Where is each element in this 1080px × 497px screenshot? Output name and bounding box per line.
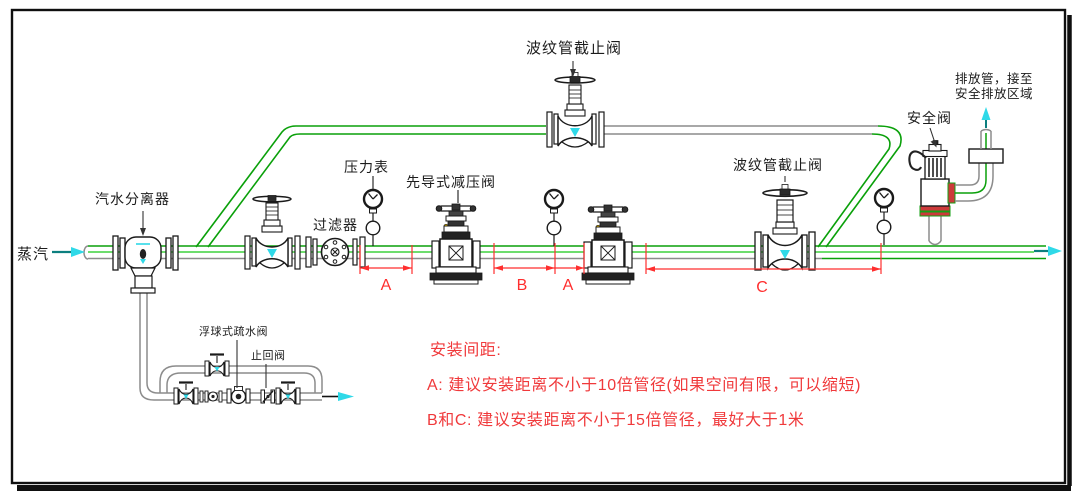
dim-c: C xyxy=(756,279,768,296)
drain-valve-left xyxy=(173,381,199,405)
discharge-label-line2: 安全排放区域 xyxy=(955,87,1034,101)
drain-bypass-valve xyxy=(204,353,230,377)
pressure-gauge-label: 压力表 xyxy=(344,159,389,175)
float-trap-body xyxy=(226,386,251,405)
drain-sight-fitting xyxy=(199,390,223,403)
notes-title: 安装间距: xyxy=(430,342,502,359)
bypass-shutoff-valve xyxy=(546,72,605,148)
pressure-gauge-2 xyxy=(543,188,565,246)
safety-valve-assembly xyxy=(908,107,1004,246)
frame-border xyxy=(10,8,1072,491)
downstream-shutoff-valve xyxy=(754,184,816,271)
bypass-pipe xyxy=(195,125,902,248)
leader-lines xyxy=(140,61,937,388)
steam-separator xyxy=(112,235,179,294)
strainer-body xyxy=(305,236,366,268)
safety-valve-label: 安全阀 xyxy=(907,110,952,126)
steam-inlet-arrow xyxy=(52,247,85,257)
pressure-reducing-valve-1 xyxy=(429,190,483,285)
strainer-label: 过滤器 xyxy=(313,217,358,233)
separator-label: 汽水分离器 xyxy=(95,191,170,207)
dim-b: B xyxy=(517,277,528,294)
pressure-gauge-1 xyxy=(362,176,384,246)
pressure-gauge-3 xyxy=(873,187,895,245)
check-valve-label: 止回阀 xyxy=(251,350,286,362)
discharge-label-line1: 排放管，接至 xyxy=(955,72,1034,86)
downstream-valve-label: 波纹管截止阀 xyxy=(733,157,823,173)
drain-valve-right xyxy=(275,381,301,405)
notes-rule-a: A: 建议安装距离不小于10倍管径(如果空间有限，可以缩短) xyxy=(427,377,862,394)
dim-a2: A xyxy=(563,277,574,294)
discharge-arrow xyxy=(981,107,991,120)
notes-rule-bc: B和C: 建议安装距离不小于15倍管径，最好大于1米 xyxy=(427,412,805,429)
dim-a1: A xyxy=(381,277,392,294)
inlet-shutoff-valve xyxy=(244,195,301,270)
check-valve-body xyxy=(260,389,275,404)
steam-outlet-arrow xyxy=(1034,246,1062,256)
main-steam-pipe xyxy=(83,245,1046,260)
drain-outlet-arrow xyxy=(338,392,354,401)
prv-label: 先导式减压阀 xyxy=(406,174,496,190)
steam-inlet-label: 蒸汽 xyxy=(17,246,50,263)
dimension-lines: A B A C xyxy=(359,243,882,296)
drain-pipe xyxy=(139,291,354,401)
bypass-valve-label: 波纹管截止阀 xyxy=(526,40,623,57)
discharge-label: 排放管，接至 安全排放区域 xyxy=(955,72,1033,102)
float-trap-label: 浮球式疏水阀 xyxy=(199,326,268,338)
pressure-reducing-valve-2 xyxy=(581,204,635,285)
